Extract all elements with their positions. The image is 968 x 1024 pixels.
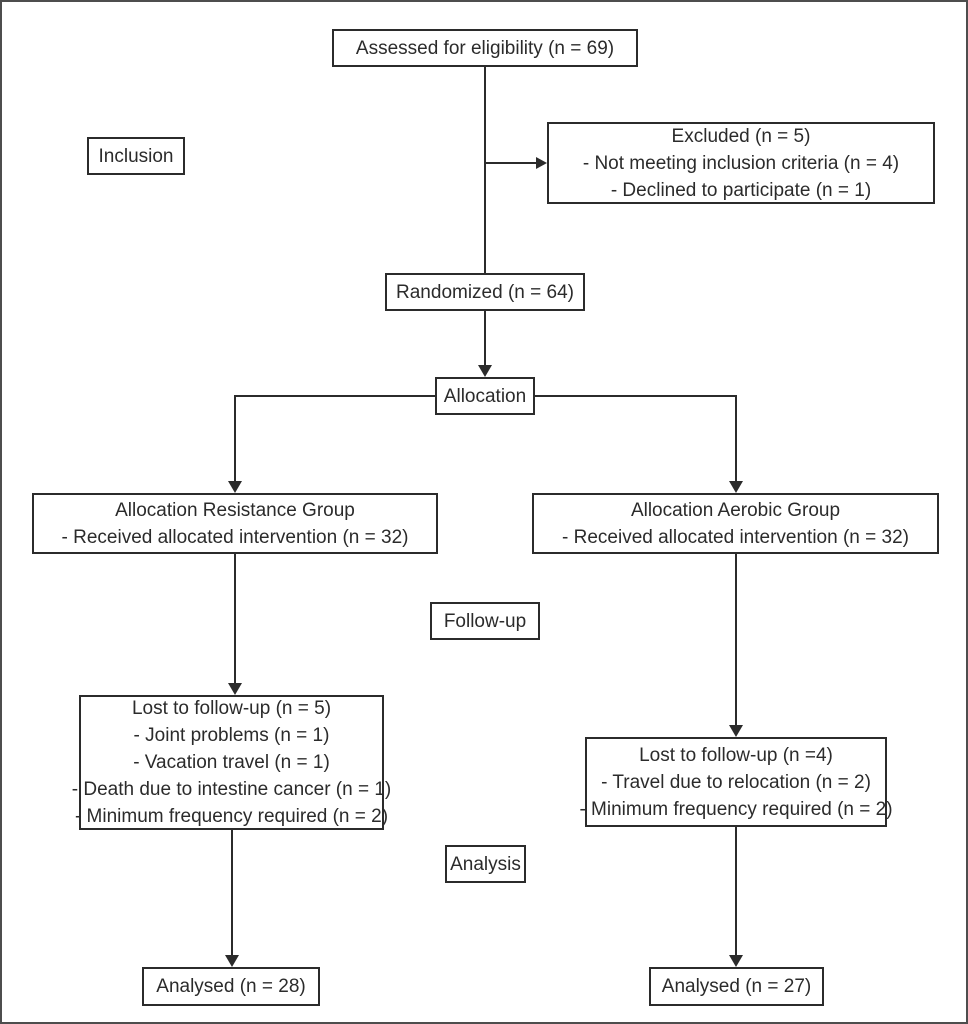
assessed-eligibility-box: Assessed for eligibility (n = 69) [332,29,638,67]
stage-label-allocation: Allocation [435,377,535,415]
stage-label-analysis-text: Analysis [450,853,521,875]
stage-label-allocation-text: Allocation [443,385,527,407]
randomized-text: Randomized (n = 64) [396,281,574,303]
line-allocation-to-resistance [234,395,435,481]
allocation-resistance-title: Allocation Resistance Group [115,499,355,521]
excluded-reason: - Declined to participate (n = 1) [610,179,872,201]
stage-label-analysis: Analysis [445,845,526,883]
arrowhead-resistance [228,481,242,493]
arrowhead-analysed-left [225,955,239,967]
line-allocation-to-aerobic [535,395,737,481]
lost-followup-resistance-reason: - Joint problems (n = 1) [133,725,330,746]
lost-followup-aerobic-reason: - Minimum frequency required (n = 2) [579,798,893,820]
allocation-aerobic-title: Allocation Aerobic Group [630,499,841,521]
lost-followup-resistance-reason: - Minimum frequency required (n = 2) [74,806,389,827]
randomized-box: Randomized (n = 64) [385,273,585,311]
lost-followup-aerobic-box: Lost to follow-up (n =4) - Travel due to… [579,737,893,827]
allocation-resistance-box: Allocation Resistance Group - Received a… [32,493,438,554]
allocation-resistance-detail: - Received allocated intervention (n = 3… [61,526,409,548]
stage-label-followup-text: Follow-up [443,610,527,632]
stage-label-inclusion-text: Inclusion [98,145,174,167]
stage-label-inclusion: Inclusion [87,137,185,175]
analysed-resistance-box: Analysed (n = 28) [142,967,320,1006]
stage-label-followup: Follow-up [430,602,540,640]
assessed-eligibility-text: Assessed for eligibility (n = 69) [355,37,615,59]
arrowhead-excluded [536,157,547,169]
arrowhead-allocation [478,365,492,377]
arrowhead-analysed-right [729,955,743,967]
lost-followup-resistance-reason: - Vacation travel (n = 1) [133,752,330,773]
lost-followup-resistance-box: Lost to follow-up (n = 5) - Joint proble… [72,695,391,830]
allocation-aerobic-box: Allocation Aerobic Group - Received allo… [532,493,939,554]
lost-followup-resistance-title: Lost to follow-up (n = 5) [131,698,332,719]
analysed-aerobic-box: Analysed (n = 27) [649,967,824,1006]
arrowhead-lost-right [729,725,743,737]
allocation-aerobic-detail: - Received allocated intervention (n = 3… [562,526,909,548]
excluded-box: Excluded (n = 5) - Not meeting inclusion… [547,122,935,204]
arrowhead-aerobic [729,481,743,493]
analysed-resistance-text: Analysed (n = 28) [156,976,306,997]
excluded-title: Excluded (n = 5) [671,125,811,147]
excluded-reason: - Not meeting inclusion criteria (n = 4) [582,152,900,174]
lost-followup-aerobic-reason: - Travel due to relocation (n = 2) [601,771,871,793]
lost-followup-resistance-reason: - Death due to intestine cancer (n = 1) [71,779,392,800]
analysed-aerobic-text: Analysed (n = 27) [661,976,812,997]
lost-followup-aerobic-title: Lost to follow-up (n =4) [639,744,833,766]
arrowhead-lost-left [228,683,242,695]
